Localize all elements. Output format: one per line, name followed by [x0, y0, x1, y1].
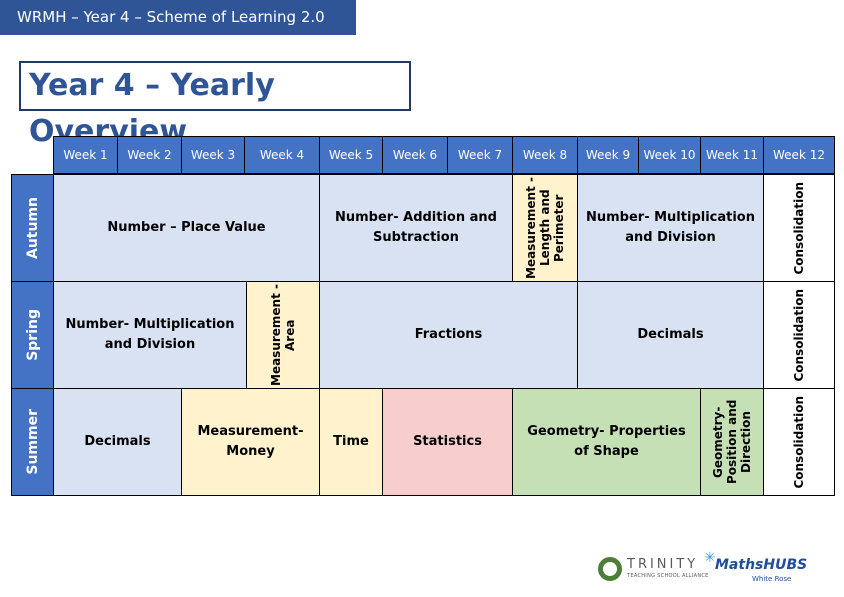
spring-block-decimals: Decimals: [577, 281, 764, 389]
week-header: Week 3: [181, 136, 245, 174]
trinity-logo-icon: [598, 557, 622, 581]
trinity-logo-subtitle: TEACHING SCHOOL ALLIANCE: [627, 573, 709, 579]
page-title: Year 4 – Yearly Overview: [19, 61, 411, 149]
autumn-block-place-value: Number – Place Value: [53, 174, 320, 282]
week-header: Week 2: [117, 136, 182, 174]
spring-block-area: Measurement - Area: [246, 281, 320, 389]
maths-hubs-logo-name: MathsHUBS: [715, 557, 808, 573]
week-header: Week 9: [577, 136, 639, 174]
spring-block-consolidation: Consolidation: [763, 281, 835, 389]
week-header: Week 1: [53, 136, 118, 174]
maths-hubs-logo-icon: ✳: [704, 550, 716, 566]
week-header: Week 12: [763, 136, 835, 174]
spring-block-fractions: Fractions: [319, 281, 578, 389]
autumn-block-addition-subtraction: Number- Addition and Subtraction: [319, 174, 513, 282]
term-label-autumn: Autumn: [11, 174, 54, 282]
autumn-block-multiplication-division: Number- Multiplication and Division: [577, 174, 764, 282]
summer-block-position-direction: Geometry- Position and Direction: [700, 388, 764, 496]
autumn-block-consolidation: Consolidation: [763, 174, 835, 282]
autumn-block-length-perimeter: Measurement - Length and Perimeter: [512, 174, 578, 282]
spring-block-multiplication-division: Number- Multiplication and Division: [53, 281, 247, 389]
summer-block-properties-of-shape: Geometry- Properties of Shape: [512, 388, 701, 496]
summer-block-decimals: Decimals: [53, 388, 182, 496]
week-header: Week 8: [512, 136, 578, 174]
week-header: Week 5: [319, 136, 383, 174]
summer-block-statistics: Statistics: [382, 388, 513, 496]
week-header: Week 4: [244, 136, 320, 174]
summer-block-time: Time: [319, 388, 383, 496]
week-header: Week 10: [638, 136, 701, 174]
summer-block-money: Measurement- Money: [181, 388, 320, 496]
term-label-spring: Spring: [11, 281, 54, 389]
trinity-logo-name: TRINITY: [627, 557, 699, 572]
week-header: Week 7: [447, 136, 513, 174]
summer-block-consolidation: Consolidation: [763, 388, 835, 496]
term-label-summer: Summer: [11, 388, 54, 496]
week-header: Week 6: [382, 136, 448, 174]
scheme-banner: WRMH – Year 4 – Scheme of Learning 2.0: [0, 0, 356, 35]
maths-hubs-logo-subtitle: White Rose: [752, 575, 792, 583]
week-header: Week 11: [700, 136, 764, 174]
